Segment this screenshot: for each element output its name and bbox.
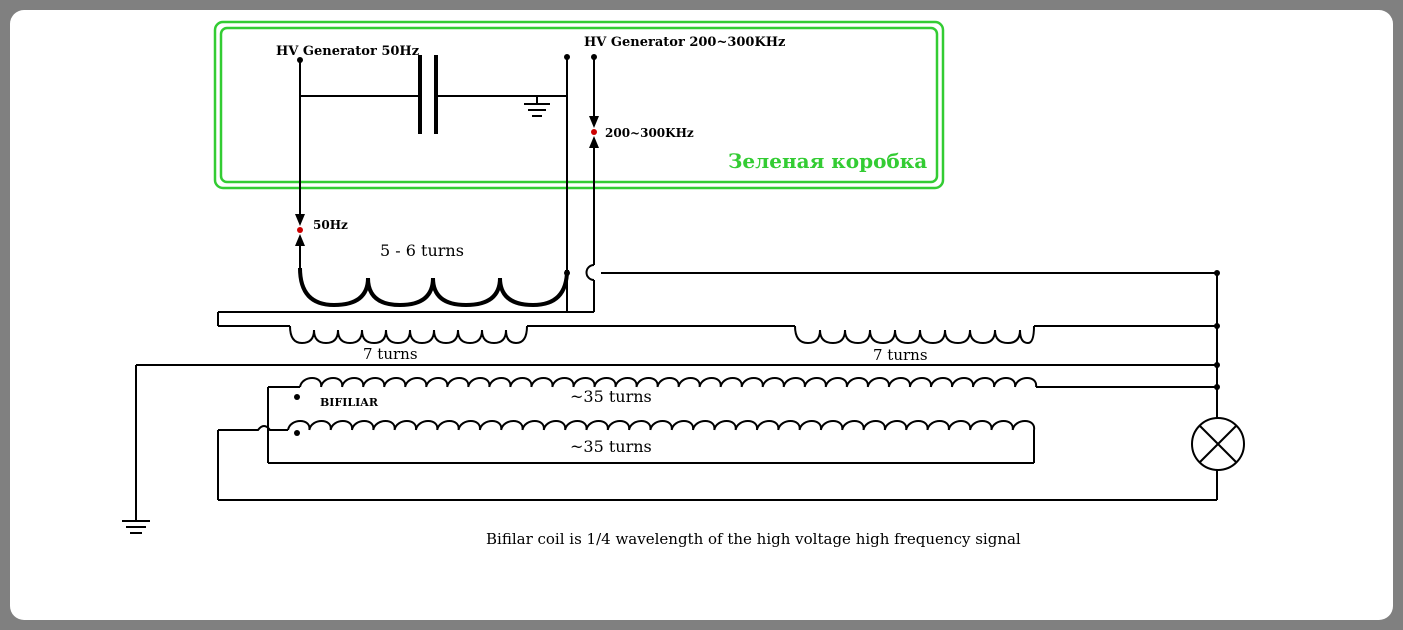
- lower-bifilar-turns-label: ~35 turns: [570, 437, 652, 456]
- seven-turn-coils: [217, 312, 1217, 345]
- bifilar-coil: [135, 364, 1217, 520]
- bifilar-dots: [294, 394, 300, 436]
- diagram-panel: [10, 10, 1393, 620]
- hv-generator-hf-label: HV Generator 200~300KHz: [584, 35, 785, 50]
- spark-gap-hf: [589, 116, 599, 148]
- 50hz-frequency-label: 50Hz: [313, 218, 348, 232]
- spark-gap-50hz: [295, 214, 305, 246]
- upper-bifilar-turns-label: ~35 turns: [570, 387, 652, 406]
- hv-generator-50hz-label: HV Generator 50Hz: [276, 44, 419, 59]
- primary-coil: [298, 267, 569, 308]
- junction-dots: [1214, 270, 1220, 390]
- hf-frequency-label: 200~300KHz: [605, 126, 694, 140]
- primary-turns-label: 5 - 6 turns: [380, 241, 464, 260]
- left-coil-turns-label: 7 turns: [363, 345, 418, 363]
- right-coil-turns-label: 7 turns: [873, 346, 928, 364]
- bifilar-label: BIFILIAR: [320, 396, 379, 409]
- lamp-icon: [1191, 417, 1245, 471]
- ground-symbol-box: [524, 96, 550, 117]
- capacitor: [418, 55, 438, 134]
- hf-wiring: [218, 264, 1217, 313]
- green-box: [213, 20, 945, 190]
- caption: Bifilar coil is 1/4 wavelength of the hi…: [486, 530, 1021, 548]
- green-box-label: Зеленая коробка: [728, 149, 927, 173]
- ground-symbol: [122, 520, 150, 534]
